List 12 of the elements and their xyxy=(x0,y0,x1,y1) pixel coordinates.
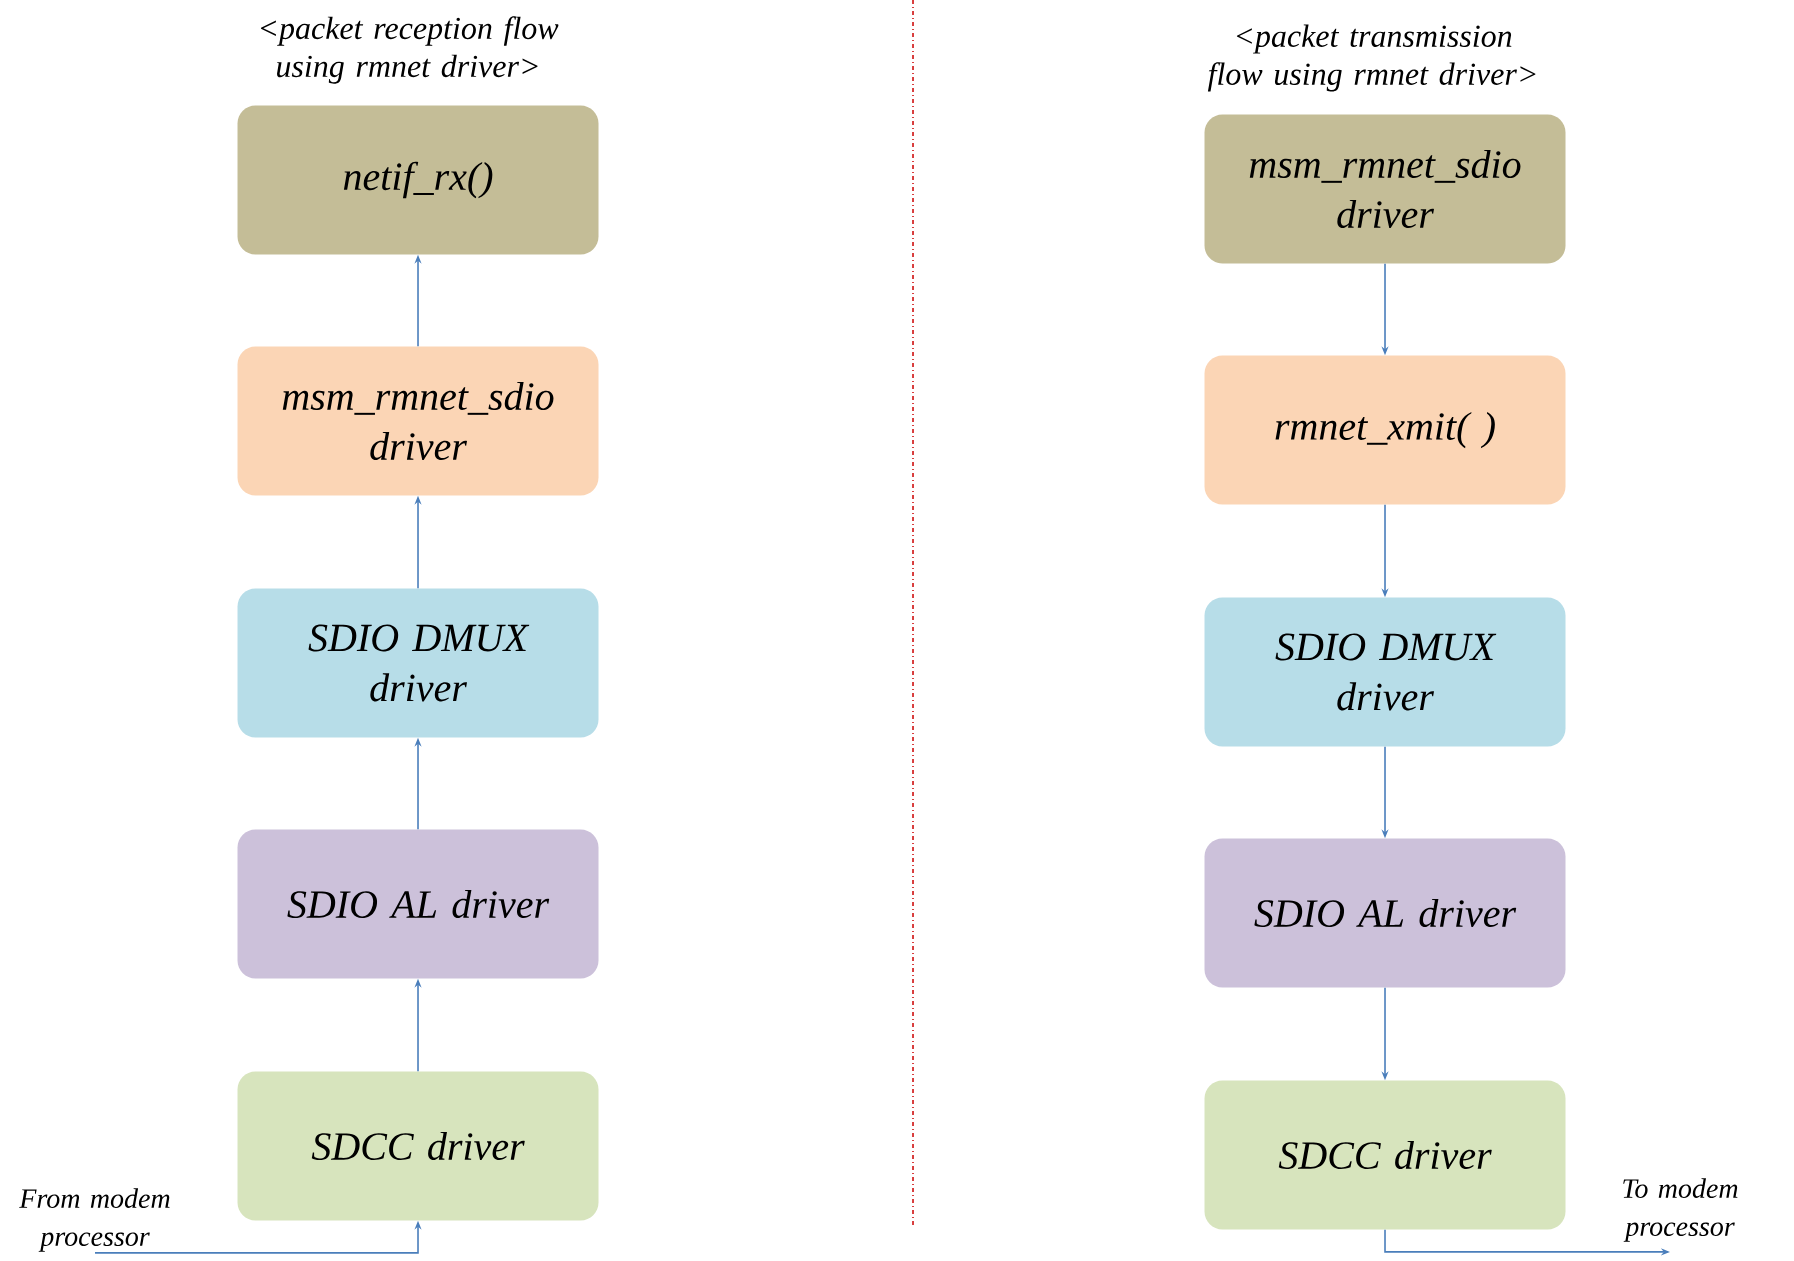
driver-box: SDIO DMUX driver xyxy=(1204,597,1566,747)
driver-box: SDIO AL driver xyxy=(237,829,599,979)
driver-box: SDCC driver xyxy=(1204,1080,1566,1230)
endpoint-text: To modem processor xyxy=(1623,1178,1738,1242)
driver-box: SDIO DMUX driver xyxy=(237,588,599,738)
driver-box: msm_rmnet_sdio driver xyxy=(1204,114,1566,264)
endpoint-text: From modem processor xyxy=(19,1188,170,1252)
driver-box: netif_rx() xyxy=(237,105,599,255)
driver-box: msm_rmnet_sdio driver xyxy=(237,346,599,496)
driver-box: SDIO AL driver xyxy=(1204,838,1566,988)
driver-box: rmnet_xmit( ) xyxy=(1204,355,1566,505)
driver-box: SDCC driver xyxy=(237,1071,599,1221)
